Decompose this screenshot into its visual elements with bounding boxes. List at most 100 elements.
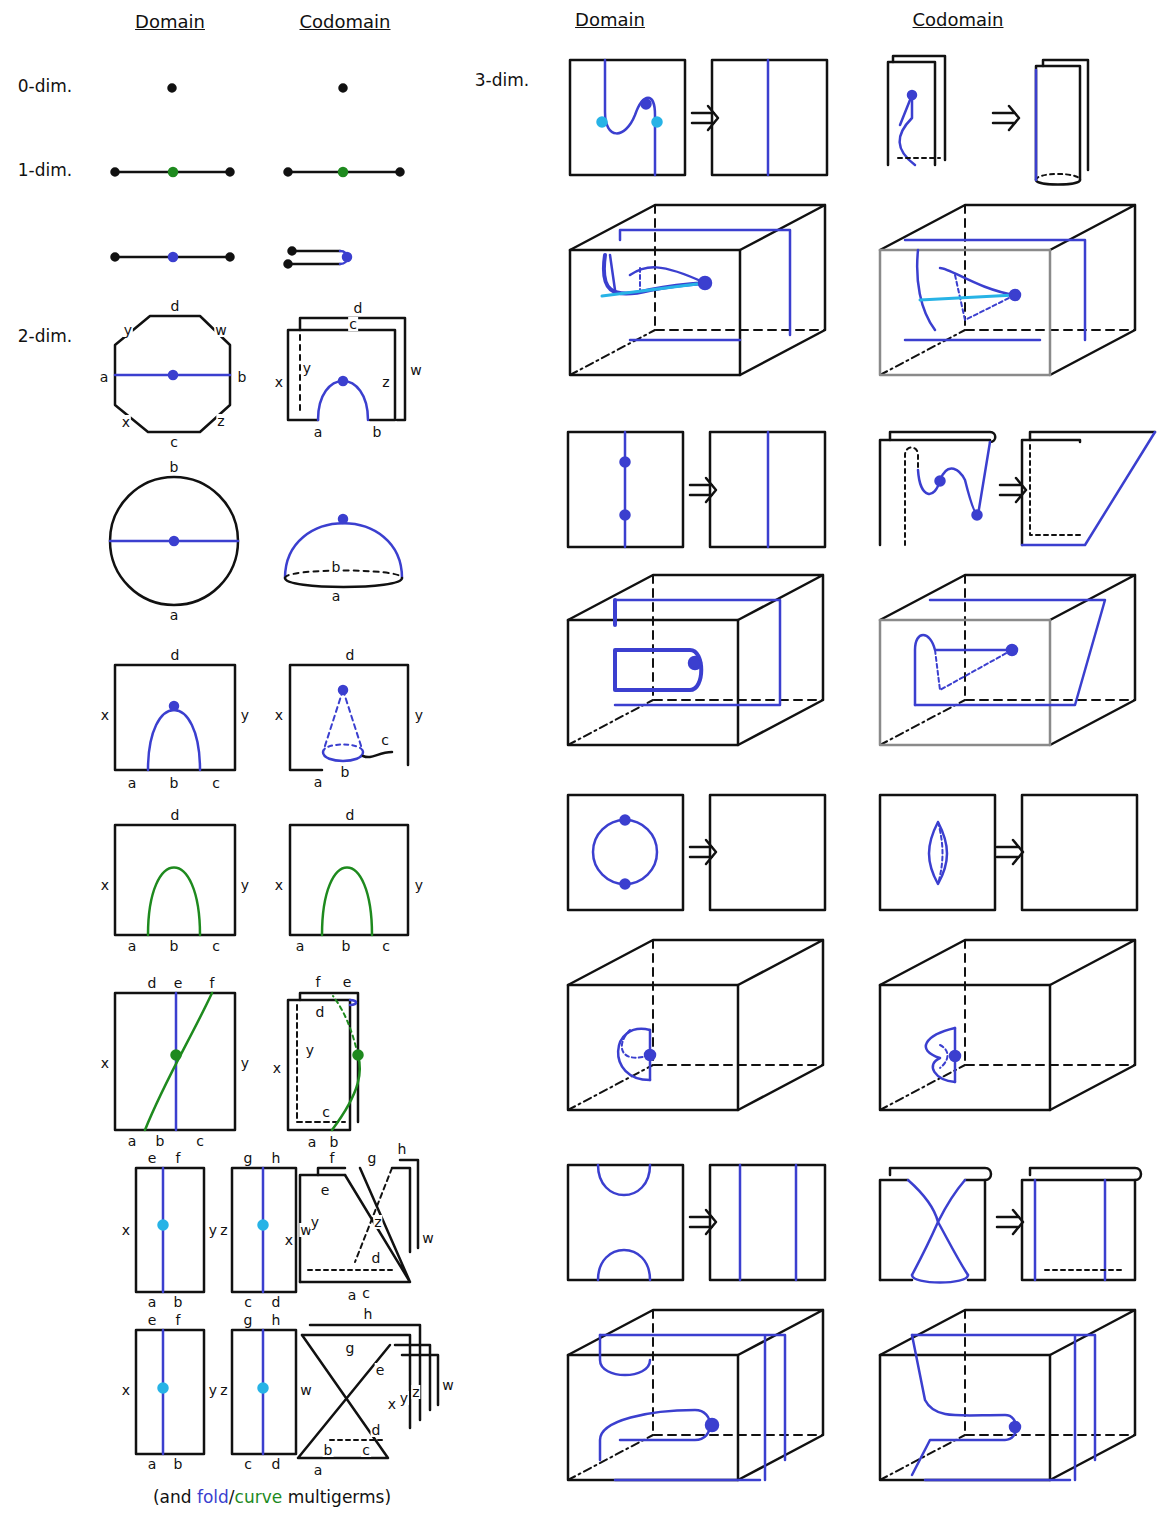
edge-letter: x: [274, 708, 284, 722]
sketch-stroke: [690, 840, 716, 864]
sketch-stroke: [880, 575, 1135, 745]
sketch-stroke: [112, 169, 119, 176]
sketch-stroke: [302, 1325, 420, 1428]
sketch-stroke: [795, 1165, 798, 1280]
sketch-stroke: [940, 1045, 948, 1068]
edge-letter: x: [284, 1233, 294, 1247]
edge-letter: d: [271, 1457, 282, 1471]
edge-letter: h: [397, 1142, 408, 1156]
sketch-stroke: [938, 822, 943, 884]
sketch-stroke: [172, 1051, 181, 1060]
edge-letter: b: [372, 425, 383, 439]
swallowtail-cube: [570, 205, 1135, 375]
edge-letter: c: [243, 1457, 253, 1471]
sketch-stroke: [905, 240, 1085, 340]
sketch-stroke: [600, 1410, 710, 1460]
sketch-stroke: [1036, 174, 1080, 180]
sketch-stroke: [568, 1165, 683, 1280]
edge-letter: f: [209, 976, 216, 990]
sketch-stroke: [298, 1335, 390, 1458]
edge-letter: d: [271, 1295, 282, 1309]
edge-letter: b: [341, 939, 352, 953]
sketch-stroke: [600, 1335, 650, 1375]
sketch-stroke: [333, 996, 358, 1055]
sketch-stroke: [227, 254, 234, 261]
edge-letter: y: [240, 1056, 250, 1070]
edge-letter: a: [127, 939, 138, 953]
caption-part: curve: [235, 1487, 283, 1507]
sketch-stroke: [915, 600, 1105, 705]
sketch-stroke: [973, 511, 982, 520]
edge-letter: w: [214, 323, 227, 337]
sketch-stroke: [920, 295, 1015, 300]
caption-part: multigerms): [282, 1487, 391, 1507]
edge-letter: h: [271, 1151, 282, 1165]
sketch-stroke: [905, 448, 918, 546]
sketch-stroke: [112, 254, 119, 261]
sketch-stroke: [739, 1165, 742, 1280]
sketch-stroke: [232, 1168, 296, 1292]
edge-letter: a: [147, 1295, 158, 1309]
sphere-cube: [568, 940, 1135, 1110]
sketch-stroke: [322, 868, 372, 936]
sketch-stroke: [880, 1180, 985, 1280]
sketch-stroke: [699, 277, 711, 289]
beaks-cube: [568, 1310, 1135, 1480]
sketch-stroke: [710, 432, 825, 547]
edge-letter: y: [414, 878, 424, 892]
point-figure: [169, 85, 347, 92]
sketch-stroke: [290, 825, 408, 935]
edge-letter: d: [170, 648, 181, 662]
sketch-stroke: [289, 248, 296, 255]
sketch-stroke: [880, 440, 990, 545]
sketch-stroke: [898, 157, 940, 159]
sketch-stroke: [330, 1439, 385, 1441]
sketch-stroke: [621, 880, 630, 889]
edge-letter: g: [367, 1151, 378, 1165]
sketch-stroke: [227, 169, 234, 176]
edge-letter: a: [147, 1457, 158, 1471]
sketch-stroke: [645, 1050, 655, 1060]
sketch-stroke: [912, 1335, 1016, 1475]
sketch-stroke: [880, 795, 995, 910]
edge-letter: g: [243, 1313, 254, 1327]
sketch-stroke: [339, 686, 347, 694]
sketch-stroke: [598, 1165, 650, 1195]
sketch-stroke: [936, 477, 945, 486]
edge-letter: y: [208, 1223, 218, 1237]
edge-letter: d: [353, 301, 364, 315]
edge-letter: a: [313, 1463, 324, 1477]
edge-letter: d: [147, 976, 158, 990]
edge-letter: z: [381, 375, 390, 389]
sketch-stroke: [690, 1210, 716, 1234]
sketch-stroke: [593, 820, 657, 884]
sketch-stroke: [169, 85, 176, 92]
edge-letter: y: [240, 878, 250, 892]
sketch-stroke: [908, 1180, 965, 1222]
sketch-stroke: [339, 377, 347, 385]
sketch-stroke: [363, 752, 392, 757]
edge-letter: b: [173, 1457, 184, 1471]
sketch-stroke: [706, 1419, 718, 1431]
sketch-stroke: [169, 168, 177, 176]
sketch-stroke: [1022, 432, 1155, 545]
sketch-stroke: [620, 230, 790, 340]
sketch-stroke: [615, 600, 780, 705]
sketch-stroke: [605, 60, 655, 175]
edge-letter: c: [211, 776, 221, 790]
edge-letter: d: [170, 808, 181, 822]
dimension-label: 1-dim.: [17, 162, 73, 179]
edge-letter: y: [123, 323, 133, 337]
sketch-stroke: [308, 1269, 395, 1271]
sketch-stroke: [110, 477, 238, 605]
edge-letter: x: [272, 1061, 282, 1075]
edge-letter: a: [347, 1288, 358, 1302]
sketch-stroke: [568, 575, 823, 745]
edge-letter: z: [216, 414, 225, 428]
sketch-stroke: [1010, 1422, 1020, 1432]
sketch-stroke: [767, 60, 770, 175]
edge-letter: x: [274, 878, 284, 892]
sketch-stroke: [115, 665, 235, 770]
sketch-stroke: [332, 1055, 360, 1130]
edge-letter: c: [169, 435, 179, 449]
